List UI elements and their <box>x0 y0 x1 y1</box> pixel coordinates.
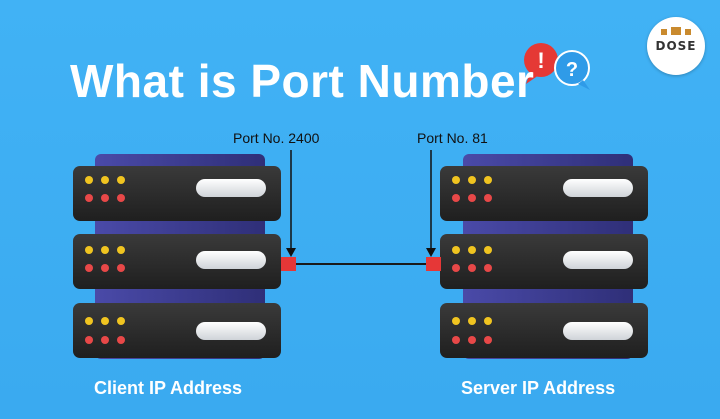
led-red <box>484 264 492 272</box>
led-red <box>484 194 492 202</box>
client-port-marker <box>281 257 296 271</box>
server-port-arrow <box>426 150 436 257</box>
led-red <box>117 336 125 344</box>
drive-bay <box>196 322 266 340</box>
drive-bay <box>563 322 633 340</box>
led-red <box>468 336 476 344</box>
brand-logo: DOSE <box>647 17 705 75</box>
led-yellow <box>484 317 492 325</box>
client-server-rack <box>73 154 281 359</box>
led-red <box>101 264 109 272</box>
led-yellow <box>101 246 109 254</box>
led-yellow <box>117 317 125 325</box>
led-red <box>117 194 125 202</box>
logo-text: DOSE <box>655 39 697 53</box>
led-yellow <box>452 317 460 325</box>
led-red <box>452 194 460 202</box>
client-caption: Client IP Address <box>94 378 243 398</box>
svg-text:?: ? <box>566 59 578 81</box>
client-server-unit <box>73 303 281 358</box>
logo-icon <box>661 27 691 35</box>
drive-bay <box>196 251 266 269</box>
client-server-unit <box>73 166 281 221</box>
led-red <box>484 336 492 344</box>
client-server-unit <box>73 234 281 289</box>
led-red <box>117 264 125 272</box>
led-yellow <box>101 176 109 184</box>
led-yellow <box>484 176 492 184</box>
server-server-unit <box>440 234 648 289</box>
drive-bay <box>563 251 633 269</box>
led-yellow <box>85 246 93 254</box>
led-yellow <box>452 176 460 184</box>
led-red <box>101 336 109 344</box>
page-title: What is Port Number <box>70 55 535 107</box>
question-bubble-icon: ? <box>554 50 590 90</box>
led-yellow <box>117 176 125 184</box>
led-red <box>101 194 109 202</box>
server-server-unit <box>440 166 648 221</box>
drive-bay <box>563 179 633 197</box>
led-yellow <box>484 246 492 254</box>
led-yellow <box>468 317 476 325</box>
svg-text:!: ! <box>537 48 544 73</box>
led-red <box>468 194 476 202</box>
led-yellow <box>468 176 476 184</box>
led-red <box>85 264 93 272</box>
drive-bay <box>196 179 266 197</box>
server-port-label: Port No. 81 <box>417 130 488 146</box>
led-red <box>468 264 476 272</box>
server-port-marker <box>426 257 441 271</box>
exclamation-bubble-icon: ! <box>524 43 558 84</box>
server-server-unit <box>440 303 648 358</box>
led-yellow <box>101 317 109 325</box>
led-yellow <box>117 246 125 254</box>
led-yellow <box>85 176 93 184</box>
led-red <box>452 336 460 344</box>
client-port-label: Port No. 2400 <box>233 130 320 146</box>
led-yellow <box>85 317 93 325</box>
led-yellow <box>468 246 476 254</box>
led-yellow <box>452 246 460 254</box>
server-server-rack <box>440 154 648 359</box>
led-red <box>452 264 460 272</box>
led-red <box>85 336 93 344</box>
server-caption: Server IP Address <box>461 378 616 398</box>
client-port-arrow <box>286 150 296 257</box>
led-red <box>85 194 93 202</box>
